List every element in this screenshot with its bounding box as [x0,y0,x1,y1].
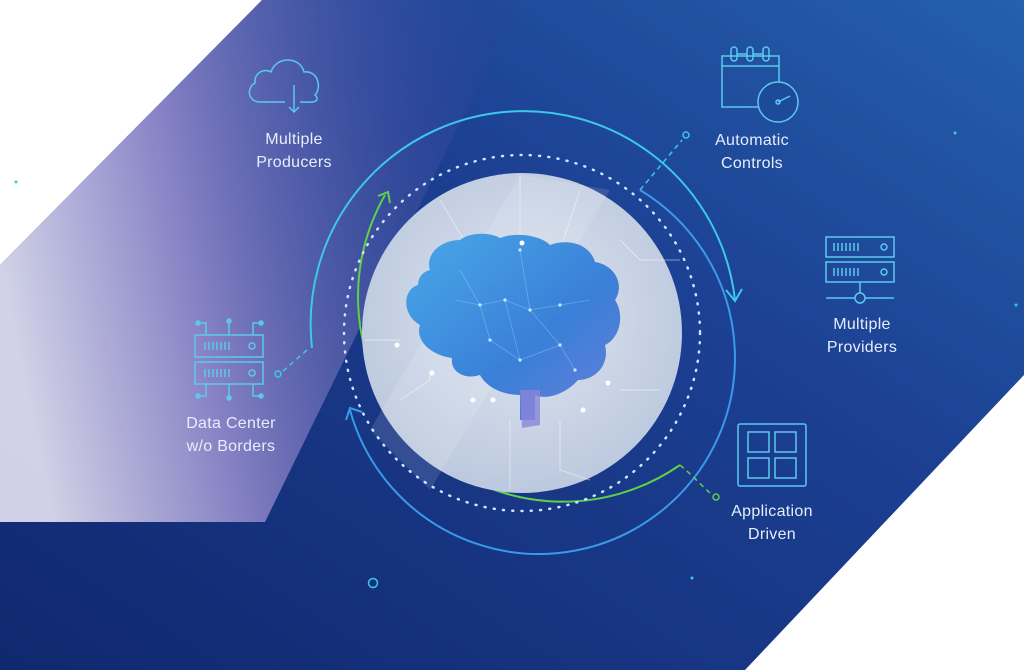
connector-dot [274,370,282,378]
calendar-gauge-icon [721,46,799,123]
label-line: w/o Borders [186,438,276,455]
brain-network [454,248,591,372]
datacenter-icon [194,318,264,401]
decor-dot [690,576,694,580]
dotted-ring [342,153,702,513]
connector-controls [639,139,683,191]
label-line: Multiple [265,131,323,148]
label-line: Driven [747,526,797,543]
label-multiple-producers: Multiple Producers [214,128,374,174]
decor-dot [14,180,18,184]
blue-arc [349,189,736,555]
light-band [0,0,520,522]
connector-datacenter [281,349,308,373]
label-data-center: Data Center w/o Borders [151,412,311,458]
label-line: Providers [826,339,898,356]
outer-cyan-arc [309,110,736,349]
arrow-head-icon [377,190,391,204]
label-line: Producers [256,154,332,171]
decor-dot [953,131,957,135]
arrow-head-icon [725,288,743,303]
label-multiple-providers: Multiple Providers [782,313,942,359]
brain-icon [406,233,621,420]
decor-dot [367,577,379,589]
label-line: Multiple [833,316,891,333]
brain-stem [520,390,540,428]
label-line: Data Center [186,415,276,432]
connector-dot [682,131,690,139]
label-line: Application [731,503,813,520]
connector-application [679,464,713,496]
cloud-download-icon [248,59,320,114]
connector-dot [712,493,720,501]
label-line: Automatic [715,132,789,149]
app-grid-icon [737,423,807,487]
white-nodes [394,240,611,413]
label-line: Controls [721,155,783,172]
server-stack-icon [825,236,895,304]
decor-dot [1014,303,1018,307]
label-application-driven: Application Driven [692,500,852,546]
label-automatic-controls: Automatic Controls [672,129,832,175]
arrow-head-icon [345,406,363,421]
